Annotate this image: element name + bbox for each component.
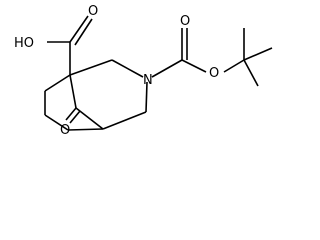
bond-tbu-methyl-down [243,59,259,87]
atom-label-ketone-o: O [60,123,70,138]
chemical-structure-diagram: HO O N O O O [14,4,273,138]
bond-ch2-to-n [111,59,144,78]
bond-left-lower [44,114,69,131]
bond-bridgehead-to-ch2-right [69,59,113,76]
bond-ch2-lower-to-bridgehead [102,111,147,130]
bond-bridgehead-to-ch2-left [44,74,71,92]
bond-n-to-ch2-lower [145,81,148,113]
bond-ketone-double-b [69,110,81,124]
atom-label-boc-ester-o: O [209,66,219,81]
bond-tbu-methyl-right [243,47,273,61]
bond-ester-o-to-tbu [223,59,245,73]
atom-label-carboxylic-o: O [88,4,98,19]
atom-label-n: N [143,73,153,88]
bond-cooh-double-o-a [69,15,89,43]
bond-ketone-double-a [65,107,77,121]
bond-boc-c-to-ester-o [181,59,207,73]
structure-canvas: HO O N O O O [14,4,273,138]
bond-bridgehead-to-ketone-c [69,74,77,109]
atom-label-boc-carbonyl-o: O [180,14,190,29]
atom-label-ho: HO [14,36,34,51]
bond-lower-bridge [67,128,104,131]
bond-cooh-double-o-b [74,18,93,46]
bond-n-to-boc-c [151,59,183,78]
